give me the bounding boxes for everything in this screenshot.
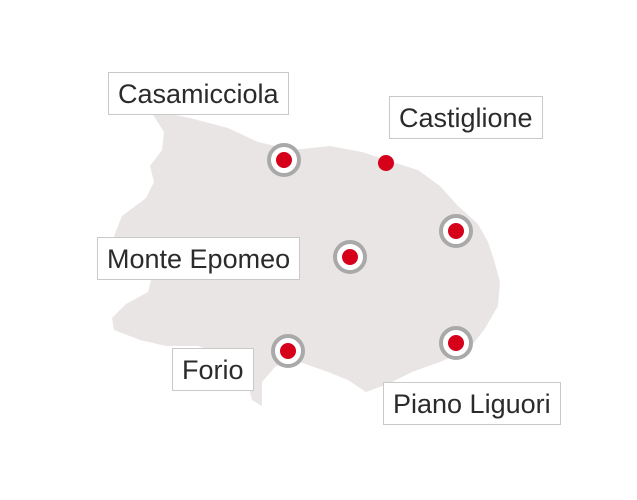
label-forio: Forio [172, 348, 254, 391]
marker-dot [448, 223, 464, 239]
marker-forio[interactable] [271, 334, 305, 368]
marker-piano-liguori[interactable] [439, 326, 473, 360]
label-castiglione: Castiglione [389, 96, 543, 139]
marker-castiglione[interactable] [378, 155, 394, 171]
marker-dot [378, 155, 394, 171]
label-monte-epomeo: Monte Epomeo [97, 237, 301, 280]
marker-monte-epomeo[interactable] [333, 240, 367, 274]
marker-dot [280, 343, 296, 359]
marker-dot [448, 335, 464, 351]
label-casamicciola: Casamicciola [108, 72, 289, 115]
marker-dot [276, 152, 292, 168]
marker-dot [342, 249, 358, 265]
label-piano-liguori: Piano Liguori [383, 382, 561, 425]
island-landmass [112, 110, 500, 406]
marker-east-coast[interactable] [439, 214, 473, 248]
marker-casamicciola[interactable] [267, 143, 301, 177]
